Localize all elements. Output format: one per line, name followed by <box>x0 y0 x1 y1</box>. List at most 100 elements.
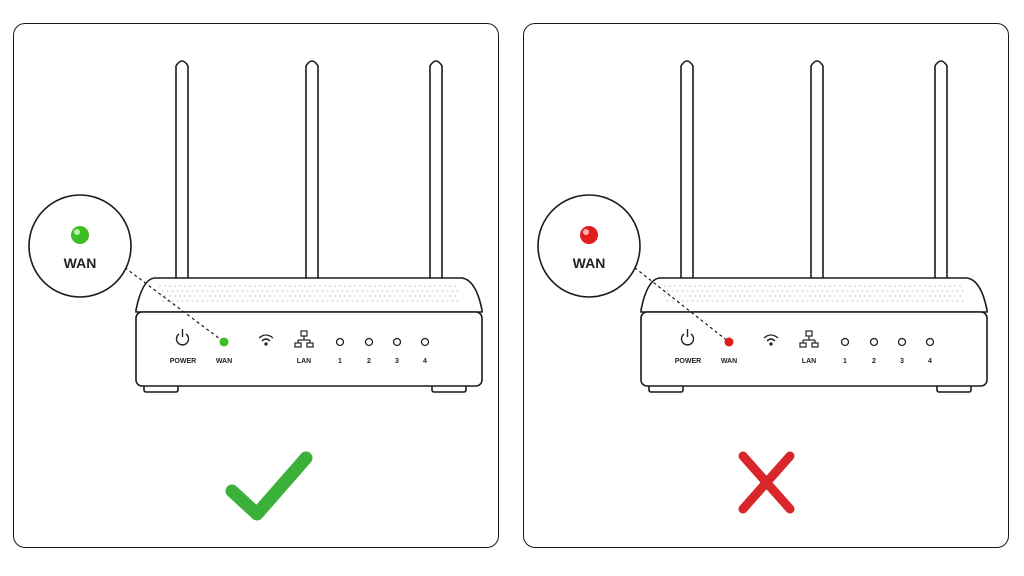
panel-incorrect: WAN POWER WAN LAN <box>523 23 1009 548</box>
vent-dot <box>161 290 164 292</box>
vent-dot <box>289 285 291 287</box>
vent-dot <box>299 295 301 297</box>
antenna-right <box>429 60 443 281</box>
vent-dot <box>689 295 691 297</box>
vent-dot <box>819 285 821 287</box>
vent-dot <box>249 285 251 287</box>
vent-dot <box>254 295 256 297</box>
vent-dot <box>174 285 176 287</box>
vent-dot <box>859 285 861 287</box>
vent-dot <box>409 285 411 287</box>
vent-dot <box>299 285 301 287</box>
vent-dot <box>271 290 274 292</box>
vent-dot <box>894 285 896 287</box>
vent-dot <box>439 285 441 287</box>
vent-dot <box>734 285 736 287</box>
vent-dot <box>334 295 336 297</box>
vent-dot <box>391 290 394 292</box>
vent-dot <box>714 295 716 297</box>
vent-dot <box>174 295 176 297</box>
wan-led-callout <box>580 226 598 244</box>
vent-dot <box>809 285 811 287</box>
vent-dot <box>721 300 724 302</box>
vent-dot <box>776 300 779 302</box>
vent-dot <box>716 290 719 292</box>
vent-dot <box>934 285 936 287</box>
router-illustration: WAN POWER WAN LAN <box>537 60 988 514</box>
vent-dot <box>426 300 429 302</box>
vent-dot <box>454 285 456 287</box>
vent-dot <box>309 295 311 297</box>
vent-dot <box>286 290 289 292</box>
port-label-3: 3 <box>900 358 904 365</box>
vent-dot <box>436 290 439 292</box>
vent-dot <box>841 290 844 292</box>
vent-dot <box>261 300 264 302</box>
vent-dot <box>239 295 241 297</box>
router-illustration: WAN POWER WAN <box>28 60 483 521</box>
vent-dot <box>881 300 884 302</box>
vent-dot <box>441 290 444 292</box>
vent-dot <box>431 290 434 292</box>
vent-dot <box>874 285 876 287</box>
vent-dot <box>811 290 814 292</box>
vent-dot <box>331 300 334 302</box>
vent-dot <box>671 300 674 302</box>
vent-dot <box>799 285 801 287</box>
vent-dot <box>404 295 406 297</box>
vent-dot <box>266 300 269 302</box>
lan-label: LAN <box>802 358 816 365</box>
vent-dot <box>279 285 281 287</box>
vent-dot <box>244 295 246 297</box>
vent-dot <box>894 295 896 297</box>
vent-dot <box>214 295 216 297</box>
vent-dot <box>771 300 774 302</box>
vent-dot <box>341 300 344 302</box>
vent-dot <box>751 300 754 302</box>
vent-dot <box>836 300 839 302</box>
wifi-icon <box>763 334 779 346</box>
vent-dot <box>371 300 374 302</box>
vent-dot <box>291 290 294 292</box>
vent-dot <box>401 300 404 302</box>
vent-dot <box>389 295 391 297</box>
vent-dot <box>264 285 266 287</box>
vent-dot <box>399 285 401 287</box>
vent-dot <box>336 300 339 302</box>
vent-dot <box>326 290 329 292</box>
vent-dot <box>671 290 674 292</box>
vent-dot <box>826 300 829 302</box>
vent-dot <box>699 295 701 297</box>
vent-dot <box>411 300 414 302</box>
vent-dot <box>264 295 266 297</box>
lan-network-icon <box>294 330 314 348</box>
vent-dot <box>229 295 231 297</box>
vent-dot <box>869 285 871 287</box>
vent-dot <box>674 295 676 297</box>
vent-dot <box>679 285 681 287</box>
vent-dot <box>359 285 361 287</box>
vent-dot <box>936 290 939 292</box>
vent-dot <box>724 285 726 287</box>
vent-dot <box>441 300 444 302</box>
vent-dot <box>706 300 709 302</box>
vent-dot <box>779 295 781 297</box>
vent-dot <box>386 290 389 292</box>
vent-dot <box>946 290 949 292</box>
vent-dot <box>269 285 271 287</box>
vent-dot <box>246 300 249 302</box>
vent-dot <box>781 300 784 302</box>
vent-dot <box>679 295 681 297</box>
port-led-1 <box>335 337 345 347</box>
vent-dot <box>321 290 324 292</box>
vent-dot <box>909 285 911 287</box>
vent-dot <box>434 295 436 297</box>
port-led-2 <box>869 337 879 347</box>
vent-dot <box>696 290 699 292</box>
vent-dot <box>284 285 286 287</box>
vent-dot <box>296 290 299 292</box>
vent-dot <box>764 295 766 297</box>
vent-dot <box>896 290 899 292</box>
vent-dot <box>761 300 764 302</box>
vent-dot <box>321 300 324 302</box>
